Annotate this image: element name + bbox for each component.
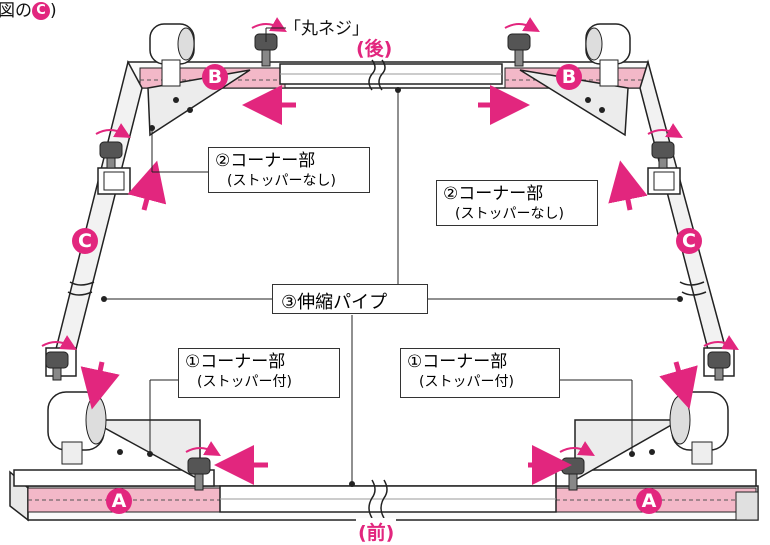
corner2-right-sub: (ストッパーなし) xyxy=(455,206,564,222)
badge-a-left: A xyxy=(106,488,132,514)
rotate-arrow-icon xyxy=(95,123,131,138)
corner2-left-callout: ②コーナー部 (ストッパーなし) xyxy=(208,147,370,193)
corner1-left-title: ①コーナー部 xyxy=(185,352,286,372)
rivet-dot xyxy=(101,296,107,302)
maru-neji-label: 「丸ネジ」 xyxy=(284,19,369,39)
rotate-arrow-icon xyxy=(504,17,540,32)
corner2-right-title: ②コーナー部 xyxy=(443,184,544,204)
caster-front-left xyxy=(47,391,107,465)
caster-front-right xyxy=(669,391,729,465)
caption-suffix: ) xyxy=(50,1,57,21)
corner-plate-front-right xyxy=(574,419,683,482)
badge-a-right: A xyxy=(636,488,662,514)
corner2-left-sub: (ストッパーなし) xyxy=(227,173,336,189)
badge-b-right: B xyxy=(556,64,582,90)
rivet-dot xyxy=(149,125,155,131)
caster-back-left xyxy=(149,23,195,87)
corner1-left-callout: ①コーナー部 (ストッパー付) xyxy=(178,348,340,398)
rivet-dot xyxy=(599,107,605,113)
slide-arrow-icon xyxy=(659,361,698,410)
corner1-left-sub: (ストッパー付) xyxy=(197,374,292,390)
rivet-dot xyxy=(349,481,355,487)
rivet-dot xyxy=(147,451,153,457)
corner1-right-title: ①コーナー部 xyxy=(407,352,508,372)
badge-b-left: B xyxy=(202,64,228,90)
slide-arrow-icon xyxy=(608,160,648,211)
rotate-arrow-icon xyxy=(647,123,683,138)
rotate-arrow-icon xyxy=(41,335,77,350)
rivet-dot xyxy=(677,296,683,302)
corner2-left-title: ②コーナー部 xyxy=(215,151,316,171)
slide-arrow-icon xyxy=(127,160,167,211)
badge-c-right: C xyxy=(676,228,702,254)
rotate-arrow-icon xyxy=(251,17,287,32)
badge-c-left: C xyxy=(72,228,98,254)
pipe-label: ③伸縮パイプ xyxy=(281,292,388,313)
rivet-dot xyxy=(649,449,655,455)
corner1-right-sub: (ストッパー付) xyxy=(419,374,514,390)
rotate-arrow-icon xyxy=(185,441,221,456)
rivet-dot xyxy=(173,97,179,103)
rivet-dot xyxy=(117,449,123,455)
knob-icon xyxy=(707,351,731,381)
front-label: (前) xyxy=(356,518,397,545)
rivet-dot xyxy=(585,97,591,103)
corner-plate-front-left xyxy=(89,419,201,482)
front-pipe xyxy=(219,479,557,519)
knob-icon xyxy=(45,351,69,381)
corner2-right-callout: ②コーナー部 (ストッパーなし) xyxy=(436,180,598,226)
caption-badge-c: C xyxy=(32,2,50,20)
rivet-dot xyxy=(629,451,635,457)
knob-icon xyxy=(507,33,531,67)
corner1-right-callout: ①コーナー部 (ストッパー付) xyxy=(400,348,560,398)
caster-back-right xyxy=(585,23,631,87)
back-label: (後) xyxy=(356,38,393,60)
knob-icon xyxy=(651,141,675,169)
caption-prefix: 図の xyxy=(0,1,32,21)
pipe-callout: ③伸縮パイプ xyxy=(272,284,428,314)
left-side-rail xyxy=(45,59,143,377)
slide-arrow-icon xyxy=(80,361,120,410)
rotate-arrow-icon xyxy=(703,335,739,350)
back-pipe xyxy=(279,59,503,91)
rivet-dot xyxy=(395,87,401,93)
knob-icon xyxy=(99,141,123,169)
knob-icon xyxy=(187,457,211,491)
right-side-rail xyxy=(639,59,735,377)
rivet-dot xyxy=(187,107,193,113)
